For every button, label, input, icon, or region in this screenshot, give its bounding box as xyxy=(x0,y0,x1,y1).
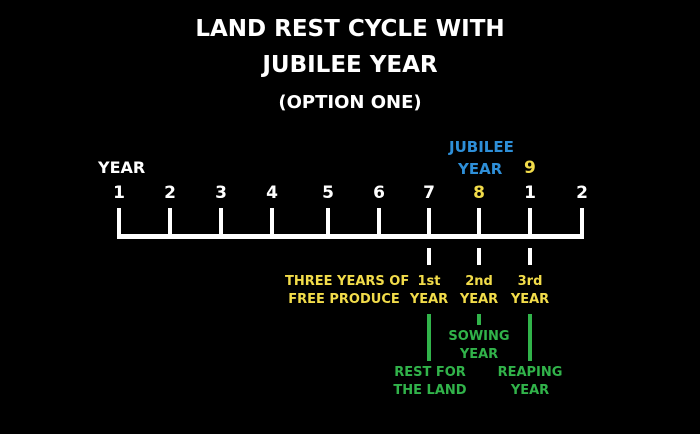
marker-3rd: 3rd xyxy=(517,274,543,289)
produce-label-line-1: THREE YEARS OF xyxy=(285,274,410,289)
marker-ticks xyxy=(427,248,532,265)
sowing-label-line-1: SOWING xyxy=(448,329,510,344)
phase-lines xyxy=(427,314,532,361)
marker-1st-year: YEAR xyxy=(409,292,449,307)
year-label-jubilee: 8 xyxy=(473,183,485,203)
year-label: 2 xyxy=(576,183,588,203)
year-label: 2 xyxy=(164,183,176,203)
rest-label-line-2: THE LAND xyxy=(393,383,467,398)
marker-2nd-year: YEAR xyxy=(459,292,499,307)
sowing-label-line-2: YEAR xyxy=(459,347,499,362)
marker-2nd: 2nd xyxy=(465,274,493,289)
reaping-label-line-1: REAPING xyxy=(497,365,563,380)
year-label: 1 xyxy=(524,183,536,203)
jubilee-year-label: YEAR xyxy=(458,160,503,178)
subtitle: (OPTION ONE) xyxy=(278,92,422,113)
axis-label: YEAR xyxy=(98,158,146,177)
year-label: 6 xyxy=(373,183,385,203)
rest-label-line-1: REST FOR xyxy=(394,365,466,380)
year-label: 1 xyxy=(113,183,125,203)
marker-3rd-year: YEAR xyxy=(510,292,550,307)
reaping-label-line-2: YEAR xyxy=(510,383,550,398)
jubilee-number: 9 xyxy=(524,158,536,178)
title-line-1: LAND REST CYCLE WITH xyxy=(195,16,505,42)
year-label: 4 xyxy=(266,183,278,203)
year-label: 3 xyxy=(215,183,227,203)
jubilee-label: JUBILEE xyxy=(449,138,514,156)
year-label: 5 xyxy=(322,183,334,203)
produce-label-line-2: FREE PRODUCE xyxy=(288,292,400,307)
marker-1st: 1st xyxy=(417,274,441,289)
title-line-2: JUBILEE YEAR xyxy=(262,52,438,78)
year-label: 7 xyxy=(423,183,435,203)
timeline-ticks xyxy=(117,208,584,238)
